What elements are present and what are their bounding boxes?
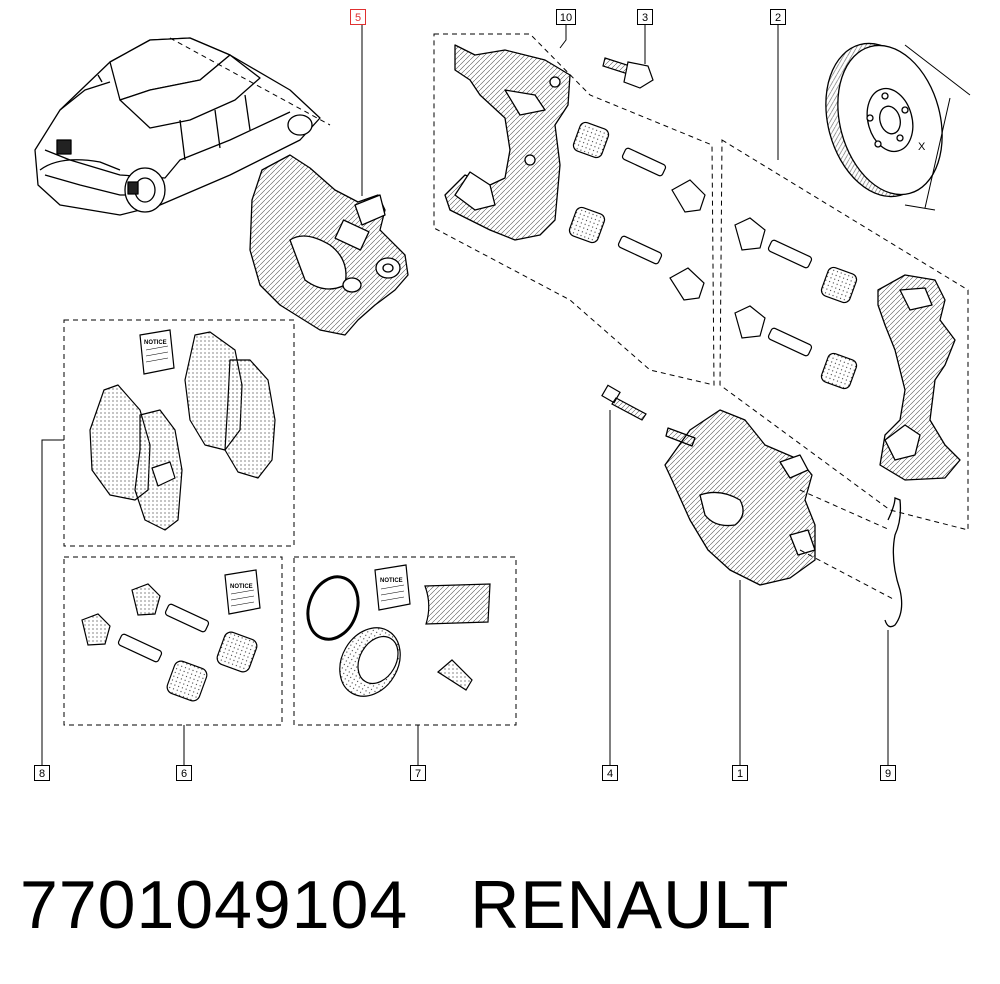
carrier-guide-pins-top [568,121,706,301]
callout-6: 6 [176,765,192,781]
notice-booklet-guides: NOTICE [224,569,261,615]
right-guide-pins [734,217,858,390]
callout-9: 9 [880,765,896,781]
guide-kit-box [63,556,283,726]
brake-disc-part-2 [825,42,971,211]
callout-8-leader [41,439,64,765]
car-illustration [34,37,321,216]
svg-text:NOTICE: NOTICE [230,584,253,590]
carrier-group-box [433,33,715,386]
svg-text:NOTICE: NOTICE [144,340,167,346]
brand-name: RENAULT [470,867,790,943]
callout-10-leader [559,25,567,49]
callout-5: 5 [350,9,366,25]
callout-4: 4 [602,765,618,781]
notice-booklet-pads: NOTICE [139,329,175,375]
callout-8: 8 [34,765,50,781]
notice-booklet-seals: NOTICE [374,564,411,611]
pad-kit-box [63,319,295,547]
caliper-to-bracket-dashed [799,489,896,601]
callout-2: 2 [770,9,786,25]
carrier-bracket [444,44,571,241]
disc-dimension-label: X [918,141,926,153]
part-number: 7701049104 [20,867,409,943]
seal-kit-box [293,556,517,726]
brake-pads-left [89,384,183,531]
caliper-body-part-1 [664,409,816,586]
callout-10: 10 [556,9,576,25]
caliper-bolt-part-3 [602,57,654,89]
brake-pads-right [184,331,276,479]
callout-7: 7 [410,765,426,781]
car-leader-line [169,37,331,126]
caliper-part-5 [249,154,409,336]
guide-sleeves-kit [81,583,258,702]
svg-text:NOTICE: NOTICE [380,578,403,584]
right-carrier-group-box [719,139,969,531]
callout-1: 1 [732,765,748,781]
part-caption: 7701049104 RENAULT [20,855,790,955]
wear-indicator-part-9 [884,497,903,628]
right-carrier-bracket [877,274,961,481]
callout-3: 3 [637,9,653,25]
seal-kit-parts [306,575,491,697]
bleed-screw-part-4 [601,384,647,421]
